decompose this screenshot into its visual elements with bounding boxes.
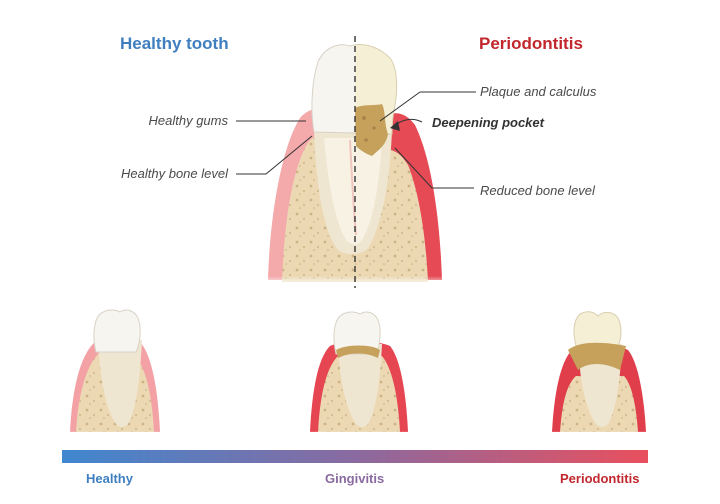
periodontitis-stage-tooth [546,311,652,436]
periodontitis-title: Periodontitis [479,34,583,53]
label-deepening-pocket: Deepening pocket [432,115,544,130]
label-plaque-calculus: Plaque and calculus [480,84,597,99]
label-healthy-bone: Healthy bone level [121,166,228,181]
label-reduced-bone: Reduced bone level [480,183,595,198]
stage-label-periodontitis: Periodontitis [560,471,640,486]
gingivitis-stage-tooth [304,311,414,436]
stage-label-healthy: Healthy [86,471,133,486]
severity-scale-bar [62,450,648,463]
label-healthy-gums: Healthy gums [148,113,228,128]
healthy-stage-tooth [66,309,166,436]
healthy-tooth-title: Healthy tooth [120,34,229,53]
stage-label-gingivitis: Gingivitis [325,471,385,486]
